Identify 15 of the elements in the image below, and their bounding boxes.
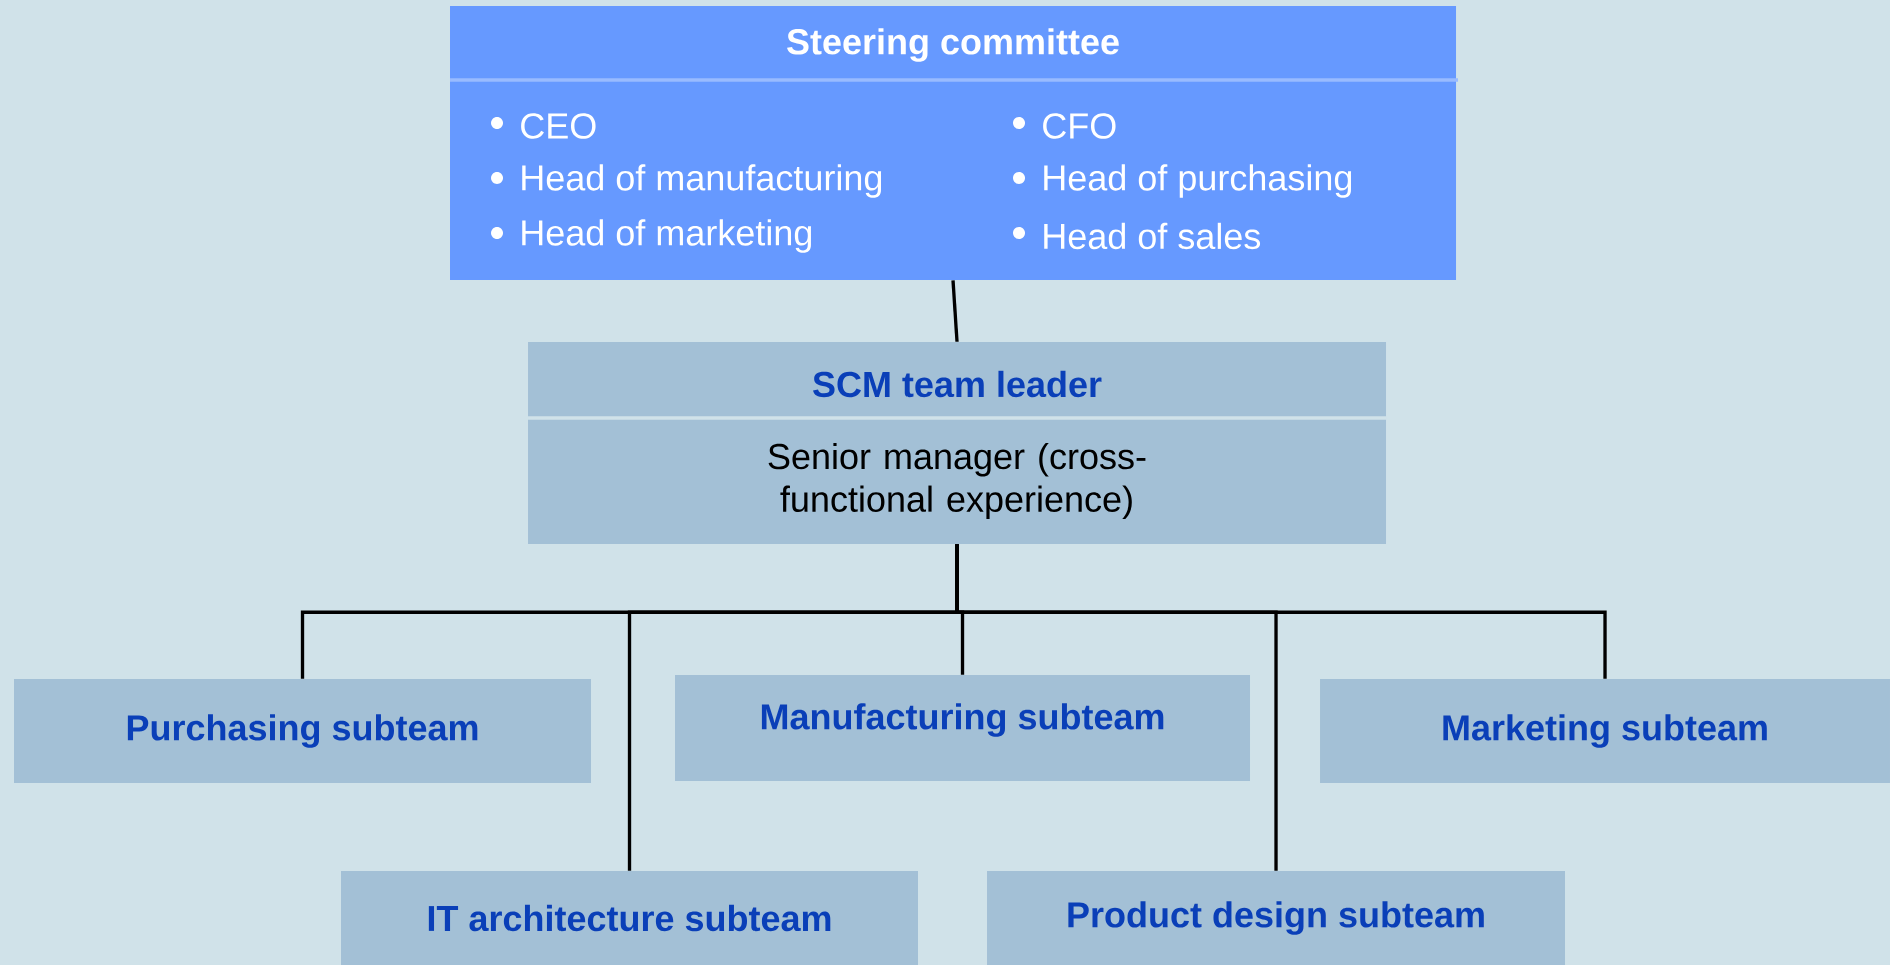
list-item: CEO bbox=[491, 113, 596, 139]
list-item: CFO bbox=[1013, 113, 1116, 139]
team-leader-box: SCM team leader Senior manager (cross-functional experience) bbox=[528, 342, 1386, 544]
committee-box: Steering committee CEO Head of manufacturing Head of marketing CFO Head of purchasing Head of sales bbox=[450, 6, 1458, 280]
list-item: Head of sales bbox=[1013, 222, 1261, 250]
list-item: Head of manufacturing bbox=[491, 164, 882, 198]
list-item: Head of marketing bbox=[491, 219, 812, 253]
list-item: Head of purchasing bbox=[1013, 164, 1352, 198]
subteam-box: Manufacturing subteam bbox=[675, 675, 1250, 781]
connector-line bbox=[955, 544, 1278, 871]
subteam-box: Purchasing subteam bbox=[14, 679, 591, 783]
subteam-box: Marketing subteam bbox=[1320, 679, 1890, 783]
subteam-box: IT architecture subteam bbox=[341, 871, 918, 965]
connector-line bbox=[951, 280, 959, 342]
subteam-box: Product design subteam bbox=[987, 871, 1565, 965]
